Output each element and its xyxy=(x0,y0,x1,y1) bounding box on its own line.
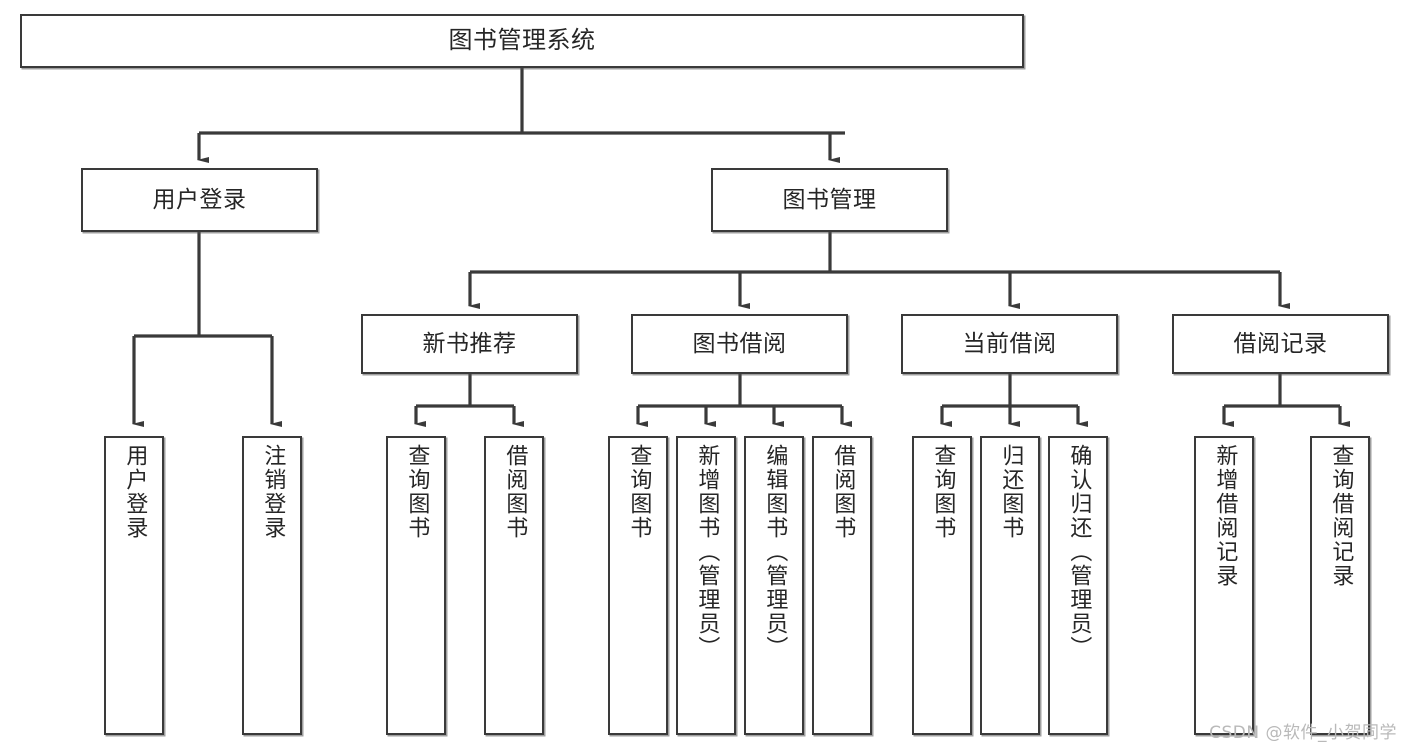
node-leaf-confirm-return-label: 确认归还（管理员） xyxy=(1066,444,1092,660)
node-root[interactable]: 图书管理系统 xyxy=(20,14,1024,68)
node-leaf-user-login[interactable]: 用户登录 xyxy=(104,436,164,735)
node-new-book-recommend-label: 新书推荐 xyxy=(422,330,517,357)
node-leaf-query-book-2[interactable]: 查询图书 xyxy=(608,436,668,735)
node-current-borrow[interactable]: 当前借阅 xyxy=(901,314,1118,374)
node-borrow-record-label: 借阅记录 xyxy=(1233,330,1328,357)
node-leaf-confirm-return[interactable]: 确认归还（管理员） xyxy=(1048,436,1108,735)
node-leaf-query-book-1-label: 查询图书 xyxy=(404,444,430,540)
node-user-login-label: 用户登录 xyxy=(152,186,247,213)
node-leaf-return-book-label: 归还图书 xyxy=(998,444,1024,540)
node-current-borrow-label: 当前借阅 xyxy=(962,330,1057,357)
node-leaf-borrow-book-1[interactable]: 借阅图书 xyxy=(484,436,544,735)
node-borrow-record[interactable]: 借阅记录 xyxy=(1172,314,1389,374)
node-leaf-query-book-3[interactable]: 查询图书 xyxy=(912,436,972,735)
node-leaf-query-book-1[interactable]: 查询图书 xyxy=(386,436,446,735)
node-leaf-user-login-label: 用户登录 xyxy=(122,444,148,540)
node-leaf-borrow-book-2[interactable]: 借阅图书 xyxy=(812,436,872,735)
node-user-login[interactable]: 用户登录 xyxy=(81,168,318,232)
node-leaf-add-record-label: 新增借阅记录 xyxy=(1212,444,1238,588)
csdn-watermark: CSDN @软件_小贺同学 xyxy=(1209,723,1397,743)
node-leaf-borrow-book-2-label: 借阅图书 xyxy=(830,444,856,540)
node-book-manage-label: 图书管理 xyxy=(782,186,877,213)
node-leaf-return-book[interactable]: 归还图书 xyxy=(980,436,1040,735)
node-book-borrow[interactable]: 图书借阅 xyxy=(631,314,848,374)
node-leaf-query-record[interactable]: 查询借阅记录 xyxy=(1310,436,1370,735)
node-leaf-add-book-label: 新增图书（管理员） xyxy=(694,444,720,660)
node-new-book-recommend[interactable]: 新书推荐 xyxy=(361,314,578,374)
node-book-manage[interactable]: 图书管理 xyxy=(711,168,948,232)
node-leaf-query-book-3-label: 查询图书 xyxy=(930,444,956,540)
node-leaf-user-logout-label: 注销登录 xyxy=(260,444,286,540)
node-root-label: 图书管理系统 xyxy=(448,26,596,55)
node-leaf-borrow-book-1-label: 借阅图书 xyxy=(502,444,528,540)
node-leaf-user-logout[interactable]: 注销登录 xyxy=(242,436,302,735)
node-book-borrow-label: 图书借阅 xyxy=(692,330,787,357)
node-leaf-query-record-label: 查询借阅记录 xyxy=(1328,444,1354,588)
node-leaf-add-book[interactable]: 新增图书（管理员） xyxy=(676,436,736,735)
node-leaf-edit-book-label: 编辑图书（管理员） xyxy=(762,444,788,660)
node-leaf-query-book-2-label: 查询图书 xyxy=(626,444,652,540)
node-leaf-edit-book[interactable]: 编辑图书（管理员） xyxy=(744,436,804,735)
node-leaf-add-record[interactable]: 新增借阅记录 xyxy=(1194,436,1254,735)
